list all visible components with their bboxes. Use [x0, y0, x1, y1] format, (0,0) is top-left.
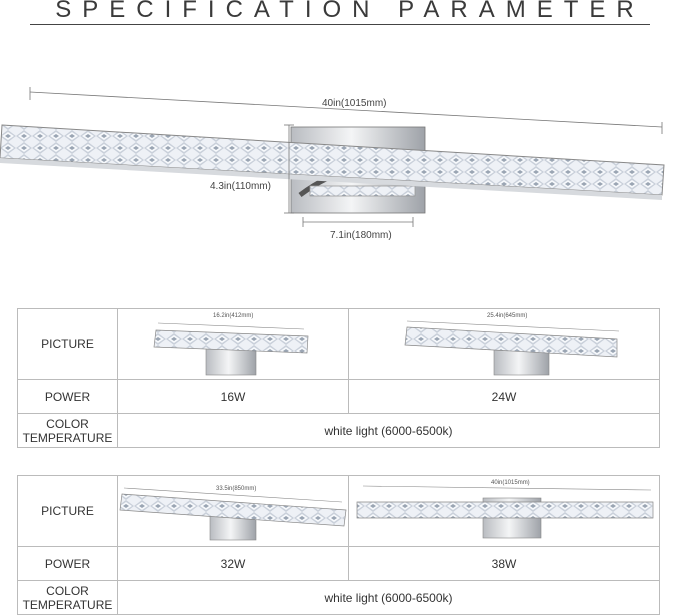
- fixture-32w-image: [119, 487, 347, 541]
- title-underline: [30, 24, 650, 25]
- picture-label: PICTURE: [17, 308, 118, 380]
- height-dimension-label: 4.3in(110mm): [210, 181, 271, 192]
- length-dimension-label: 40in(1015mm): [322, 98, 387, 109]
- picture-cell-38w: 40in(1015mm): [348, 475, 660, 547]
- color-label-line-1: COLOR: [46, 416, 89, 431]
- power-value-32w: 32W: [117, 546, 349, 581]
- fixture-24w-image: [404, 320, 620, 376]
- fixture-38w-image: [356, 485, 654, 539]
- color-label-line-1: COLOR: [46, 583, 89, 598]
- page-title: SPECIFICATION PARAMETER: [55, 0, 645, 23]
- dimension-label-38w: 40in(1015mm): [491, 480, 530, 486]
- dimension-label-32w: 33.5in(850mm): [216, 486, 257, 492]
- power-value-38w: 38W: [348, 546, 660, 581]
- power-value-16w: 16W: [117, 379, 349, 414]
- fixture-16w-image: [153, 322, 309, 376]
- color-label-line-2: TEMPERATURE: [22, 430, 113, 445]
- base-dimension-label: 7.1in(180mm): [330, 230, 392, 241]
- dimension-label-24w: 25.4in(645mm): [487, 313, 528, 319]
- hero-fixture-image: [0, 87, 665, 227]
- dimension-label-16w: 16.2in(412mm): [213, 313, 254, 319]
- picture-cell-32w: 33.5in(850mm): [117, 475, 349, 547]
- color-label-line-2: TEMPERATURE: [22, 597, 113, 612]
- picture-label: PICTURE: [17, 475, 118, 547]
- spec-table-1: PICTURE 16.2in(412mm) 25.4in(645mm): [17, 308, 660, 448]
- color-temperature-label: COLOR TEMPERATURE: [17, 413, 118, 448]
- spec-table-2: PICTURE 33.5in(850mm) 40in(1015mm): [17, 475, 660, 615]
- color-temperature-value: white light (6000-6500k): [117, 580, 660, 615]
- picture-cell-24w: 25.4in(645mm): [348, 308, 660, 380]
- power-label: POWER: [17, 379, 118, 414]
- color-temperature-value: white light (6000-6500k): [117, 413, 660, 448]
- picture-cell-16w: 16.2in(412mm): [117, 308, 349, 380]
- hero-product-drawing: 40in(1015mm) 4.3in(110mm) 7.1in(180mm): [0, 70, 679, 255]
- power-value-24w: 24W: [348, 379, 660, 414]
- color-temperature-label: COLOR TEMPERATURE: [17, 580, 118, 615]
- power-label: POWER: [17, 546, 118, 581]
